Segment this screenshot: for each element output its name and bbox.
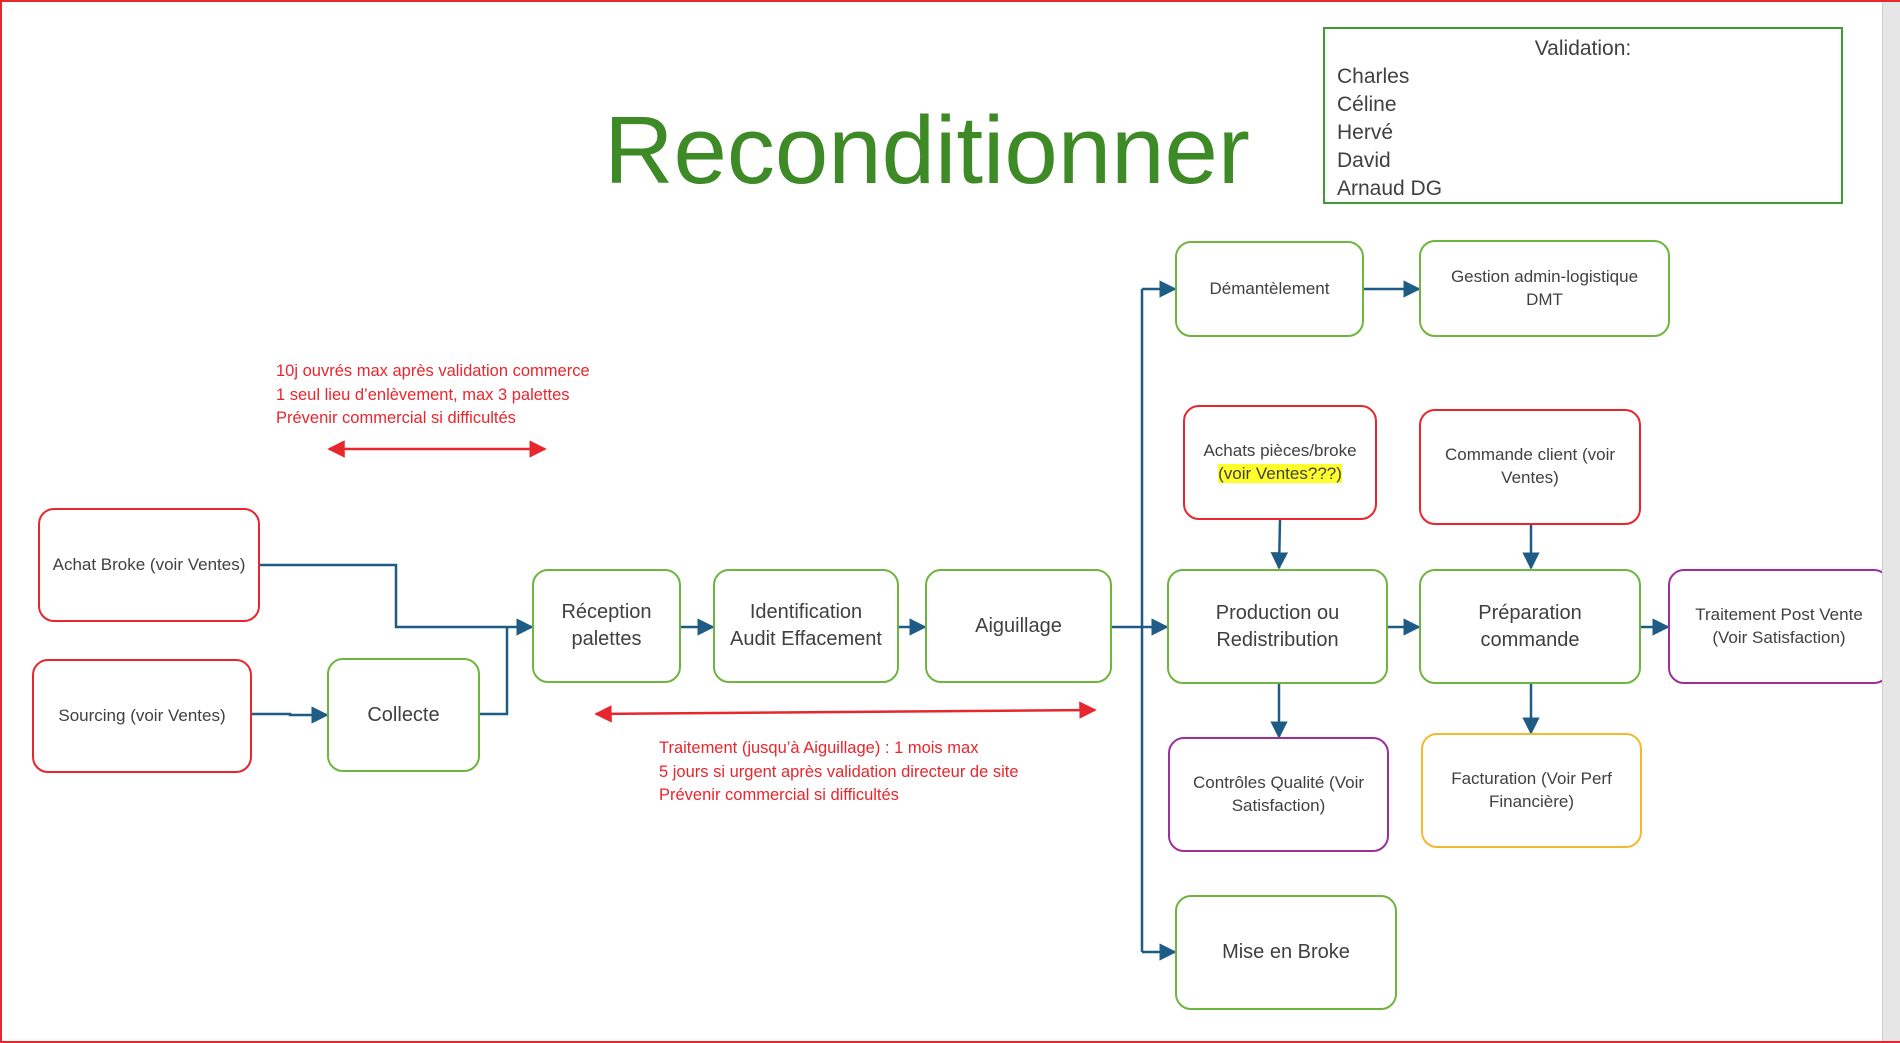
node-identification-audit[interactable]: Identification Audit Effacement — [713, 569, 899, 683]
node-mise-en-broke[interactable]: Mise en Broke — [1175, 895, 1397, 1010]
note-line: Prévenir commercial si difficultés — [659, 786, 899, 804]
node-label: Achats pièces/broke (voir Ventes???) — [1195, 440, 1365, 486]
node-label: Contrôles Qualité (Voir Satisfaction) — [1192, 772, 1365, 815]
window-edge-strip — [1882, 2, 1900, 1041]
highlighted-question: (voir Ventes???) — [1218, 463, 1342, 483]
connector-achats-to-production — [1270, 519, 1289, 570]
node-achats-pieces[interactable]: Achats pièces/broke (voir Ventes???) — [1183, 405, 1377, 520]
node-label: Identification Audit Effacement — [730, 601, 882, 650]
node-aiguillage[interactable]: Aiguillage — [925, 569, 1112, 683]
node-label: Aiguillage — [975, 614, 1062, 637]
node-label: Sourcing (voir Ventes) — [58, 705, 226, 725]
node-label: Réception palettes — [561, 601, 652, 650]
validation-name: Céline — [1337, 93, 1397, 116]
node-sourcing[interactable]: Sourcing (voir Ventes) — [32, 659, 252, 773]
node-collecte[interactable]: Collecte — [327, 658, 480, 772]
treatment-constraints-note: Traitement (jusqu’à Aiguillage) : 1 mois… — [659, 737, 1019, 808]
connector-achat-to-reception — [260, 563, 534, 636]
node-reception-palettes[interactable]: Réception palettes — [532, 569, 681, 683]
node-label: Commande client (voir Ventes) — [1444, 445, 1616, 487]
node-preparation-commande[interactable]: Préparation commande — [1419, 569, 1641, 684]
node-label-main: Achats pièces/broke — [1203, 440, 1357, 460]
validation-name: David — [1337, 149, 1391, 172]
node-label: Collecte — [367, 703, 440, 726]
note-line: Traitement (jusqu’à Aiguillage) : 1 mois… — [659, 739, 979, 757]
node-label: Mise en Broke — [1222, 941, 1350, 963]
node-label: Facturation (Voir Perf Financière) — [1451, 768, 1612, 811]
connector-sourcing-to-collecte — [252, 706, 329, 724]
validation-name: Hervé — [1337, 121, 1394, 144]
note-line: 5 jours si urgent après validation direc… — [659, 762, 1019, 781]
node-label: Gestion admin-logistique DMT — [1450, 266, 1639, 309]
node-controles-qualite[interactable]: Contrôles Qualité (Voir Satisfaction) — [1168, 737, 1389, 852]
note-line: 1 seul lieu d’enlèvement, max 3 palettes — [276, 385, 570, 404]
collect-constraints-note: 10j ouvrés max après validation commerce… — [276, 360, 590, 431]
node-commande-client[interactable]: Commande client (voir Ventes) — [1419, 409, 1641, 525]
node-label: Préparation commande — [1478, 601, 1582, 651]
diagram-title: Reconditionner — [604, 97, 1250, 204]
validation-name: Charles — [1337, 65, 1410, 88]
node-gestion-admin-logistique[interactable]: Gestion admin-logistique DMT — [1419, 240, 1670, 337]
note-line: 10j ouvrés max après validation commerce — [276, 362, 590, 380]
node-demantelement[interactable]: Démantèlement — [1175, 241, 1364, 337]
node-achat-broke[interactable]: Achat Broke (voir Ventes) — [38, 508, 260, 622]
validation-heading: Validation: — [1534, 37, 1632, 60]
validation-box: Validation: Charles Céline Hervé David A… — [1323, 27, 1843, 204]
treatment-duration-arrow — [594, 701, 1097, 723]
node-label: Achat Broke (voir Ventes) — [52, 554, 246, 574]
validation-name: Arnaud DG — [1337, 177, 1443, 200]
node-production-redistribution[interactable]: Production ou Redistribution — [1167, 569, 1388, 684]
node-traitement-post-vente[interactable]: Traitement Post Vente (Voir Satisfaction… — [1668, 569, 1890, 684]
node-label: Traitement Post Vente (Voir Satisfaction… — [1695, 604, 1863, 647]
node-label: Démantèlement — [1209, 278, 1330, 298]
node-label: Production ou Redistribution — [1215, 601, 1340, 651]
connector-collecte-to-reception — [480, 627, 509, 716]
note-line: Prévenir commercial si difficultés — [276, 409, 516, 427]
node-facturation[interactable]: Facturation (Voir Perf Financière) — [1421, 733, 1642, 848]
